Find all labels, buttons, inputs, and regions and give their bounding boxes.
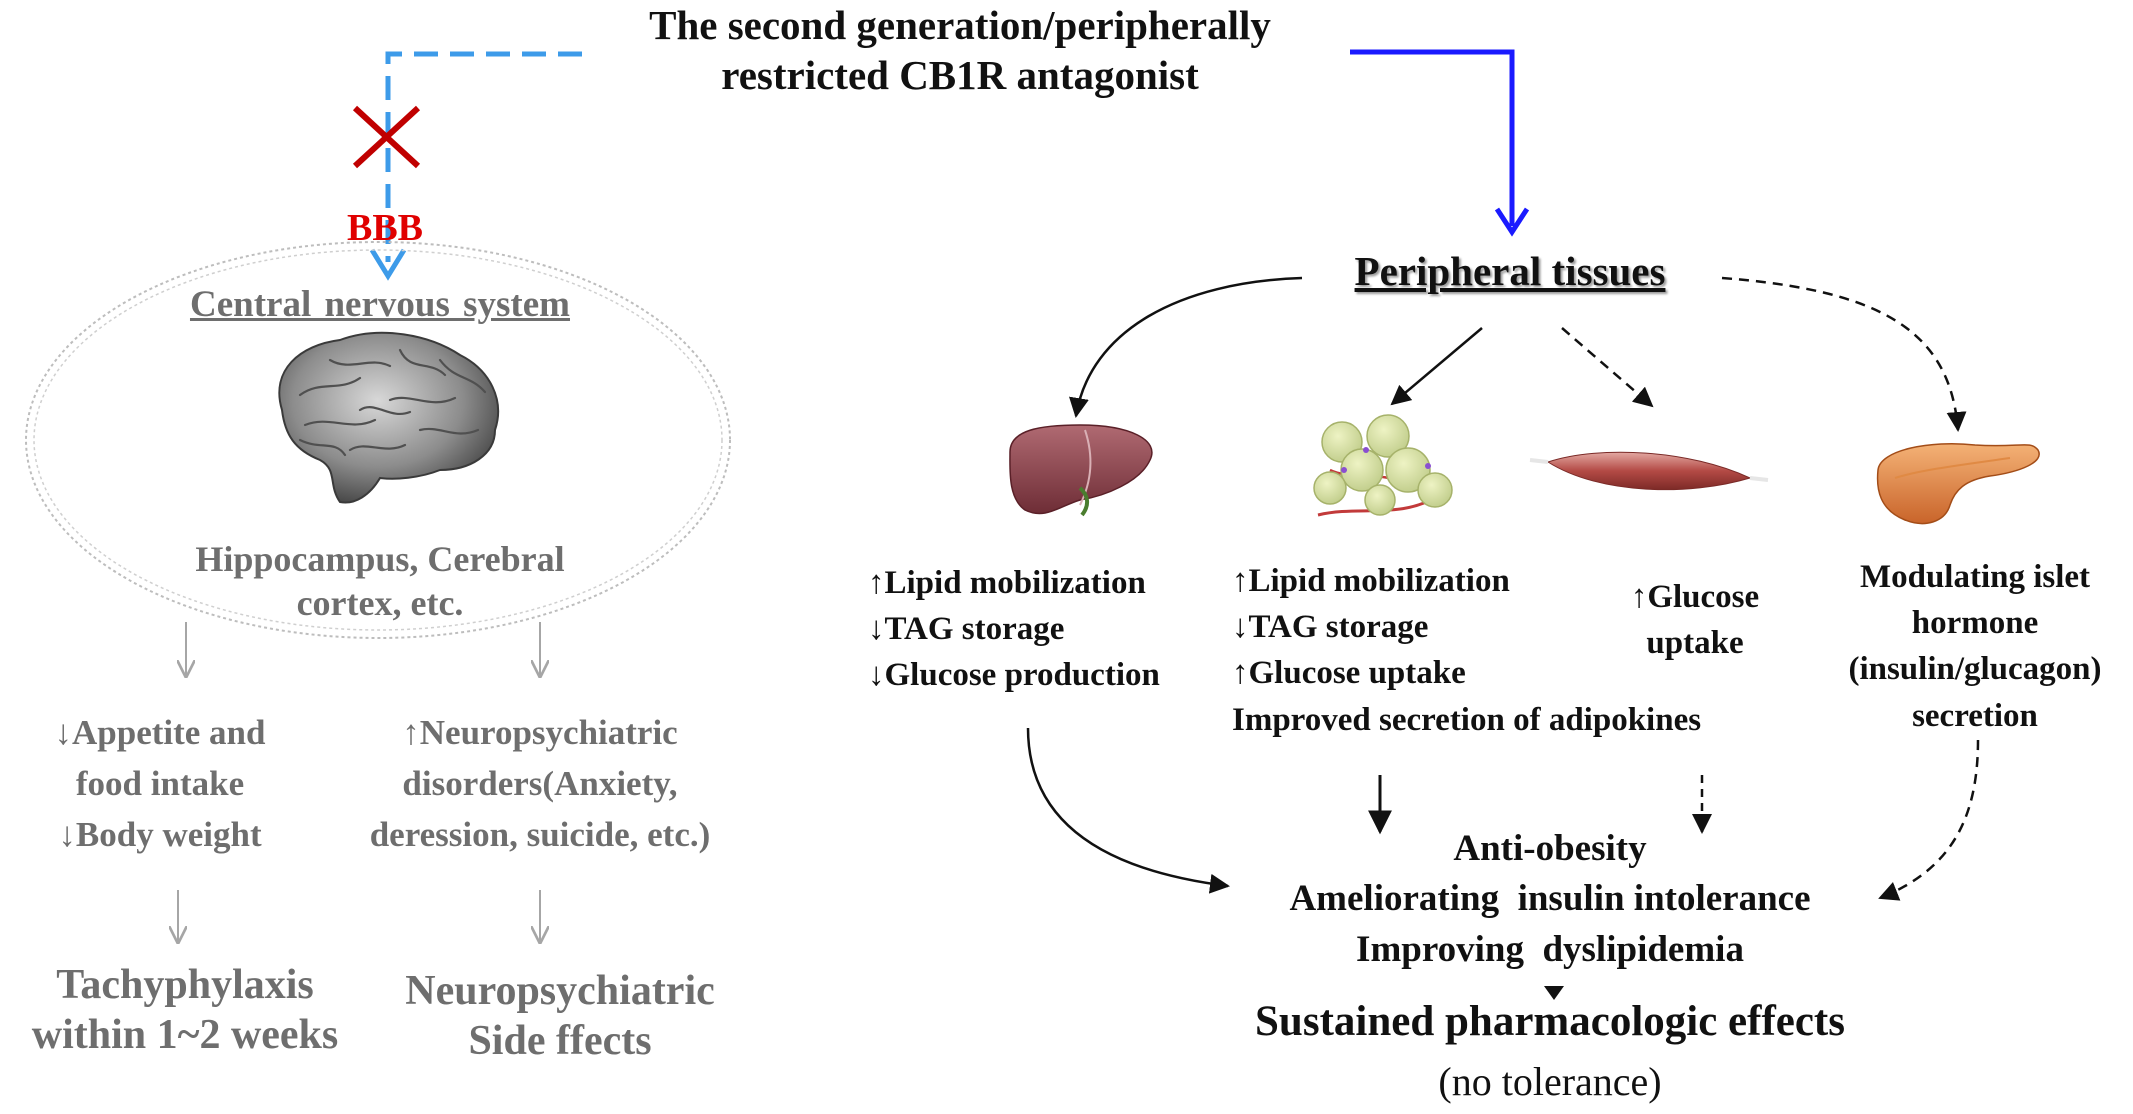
brain-icon — [278, 331, 500, 504]
liver-effect-line: ↓Glucose production — [868, 657, 1160, 694]
cns-effect-left: ↓Appetite and food intake ↓Body weight — [10, 708, 310, 860]
final-effect: Sustained pharmacologic effects — [1255, 998, 1845, 1045]
cns-effect-right-line: disorders(Anxiety, — [402, 763, 678, 803]
peripheral-title: Peripheral tissues — [1354, 248, 1666, 294]
cns-effect-left-line: ↓Body weight — [58, 814, 262, 854]
pancreas-effect-line: (insulin/glucagon) — [1848, 651, 2102, 688]
pancreas-effect-line: Modulating islet — [1859, 559, 2091, 595]
outcome-insulin: Ameliorating insulin intolerance — [1289, 878, 1811, 920]
cns-regions-line-2: cortex, etc. — [296, 582, 464, 623]
cns-outcome-right-line: Side ffects — [468, 1018, 652, 1065]
peripheral-branch-arrows — [1069, 276, 1967, 432]
liver-effect-line: ↑Lipid mobilization — [868, 565, 1146, 601]
muscle-effects: ↑Glucose uptake — [1595, 574, 1795, 666]
adipose-effect-line: Improved secretion of adipokines — [1232, 701, 1702, 738]
cns-ellipse — [25, 241, 731, 639]
cns-effect-right-line: deression, suicide, etc.) — [369, 814, 711, 854]
block-x-icon — [352, 105, 421, 169]
adipose-effect-line: ↑Glucose uptake — [1232, 655, 1466, 692]
cns-outcome-left: Tachyphylaxis within 1~2 weeks — [0, 960, 370, 1061]
adipose-effect-line: ↓TAG storage — [1232, 609, 1429, 646]
cns-effect-right-line: ↑Neuropsychiatric — [402, 713, 678, 752]
pancreas-effect-line: secretion — [1912, 697, 2038, 734]
cns-outcome-right-line: Neuropsychiatric — [405, 968, 715, 1014]
top-title: The second generation/peripherally restr… — [560, 0, 1360, 100]
muscle-icon — [1529, 451, 1769, 491]
cns-outcome-left-line: Tachyphylaxis — [56, 962, 314, 1008]
bbb-label: BBB — [346, 207, 424, 249]
pancreas-effects: Modulating islet hormone (insulin/glucag… — [1820, 554, 2130, 739]
cns-effect-right: ↑Neuropsychiatric disorders(Anxiety, der… — [320, 708, 760, 860]
liver-icon — [1009, 424, 1153, 517]
cns-title: Central nervous system — [189, 284, 570, 325]
adipose-effects: ↑Lipid mobilization ↓TAG storage ↑Glucos… — [1232, 558, 1792, 743]
cns-outcome-right: Neuropsychiatric Side ffects — [370, 966, 750, 1067]
liver-effects: ↑Lipid mobilization ↓TAG storage ↓Glucos… — [868, 560, 1228, 699]
top-title-line-2: restricted CB1R antagonist — [721, 52, 1199, 99]
outcome-anti-obesity: Anti-obesity — [1453, 828, 1647, 869]
adipose-tissue-icon — [1313, 414, 1453, 517]
cns-regions-line-1: Hippocampus, Cerebral — [195, 539, 565, 579]
outcome-dyslipidemia: Improving dyslipidemia — [1356, 928, 1744, 970]
liver-effect-line: ↓TAG storage — [868, 611, 1065, 648]
muscle-effect-line: uptake — [1646, 625, 1744, 662]
cns-effect-left-line: ↓Appetite and — [54, 713, 266, 752]
outcomes-list: Anti-obesity Ameliorating insulin intole… — [1200, 824, 1900, 975]
cns-outcome-left-line: within 1~2 weeks — [31, 1012, 339, 1059]
final-note: (no tolerance) — [1438, 1059, 1662, 1104]
cns-down-arrows — [178, 622, 540, 942]
cns-regions: Hippocampus, Cerebral cortex, etc. — [130, 538, 630, 626]
peripheral-solid-arrow — [1350, 49, 1530, 237]
cns-dashed-arrow — [369, 51, 582, 281]
adipose-effect-line: ↑Lipid mobilization — [1232, 563, 1510, 599]
muscle-effect-line: ↑Glucose — [1630, 579, 1760, 615]
pancreas-icon — [1876, 442, 2040, 525]
pancreas-effect-line: hormone — [1911, 605, 2039, 642]
cns-effect-left-line: food intake — [75, 763, 245, 803]
top-title-line-1: The second generation/peripherally — [649, 2, 1271, 48]
outcome-arrows — [1026, 727, 1980, 1000]
